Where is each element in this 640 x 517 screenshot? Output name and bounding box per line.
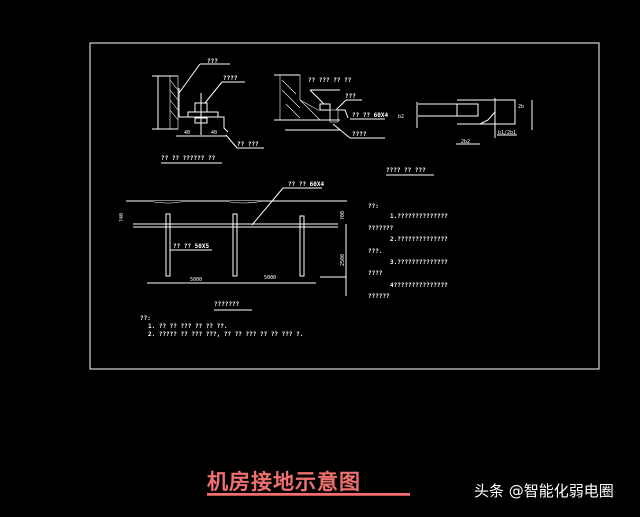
dim-left: 40 <box>184 130 190 136</box>
detail-3: b2 2b2 b1/2b1 2b ???? ?? ??? <box>386 98 533 176</box>
dim-right: 2b <box>518 104 524 110</box>
drawing-frame <box>89 42 600 370</box>
grounding-plan: ?? ?? 60X4 ?? ?? 50X5 5000 5000 ?40 ?00 … <box>119 181 347 338</box>
label-bar: ?? ??? <box>237 141 259 148</box>
note-line: 4??????????????? <box>390 282 448 289</box>
note-1: 1. ?? ?? ??? ?? ?? ??. <box>148 323 227 330</box>
dim-right: 40 <box>211 130 217 136</box>
label-base: ???? <box>352 131 367 138</box>
caption: ?? ?? ?????? ?? <box>161 155 216 162</box>
notes-head: ??: <box>140 315 151 322</box>
label-top: ?? ??? ?? ?? <box>308 77 352 84</box>
detail-2: ?? ??? ?? ?? ??? ?? ?? 60X4 ???? <box>274 74 389 139</box>
detail-1: ??? ???? ?? ??? 40 40 ?? ?? ?????? ?? <box>152 58 264 164</box>
note-line: 2.?????????????? <box>390 236 448 243</box>
dim-b2: b2 <box>398 114 404 120</box>
notes-head: ??: <box>368 203 379 210</box>
note-line: ??????? <box>368 225 394 232</box>
dim-span1: 5000 <box>190 277 202 283</box>
label-top: ??? <box>207 58 218 65</box>
label-bar: ?? ?? 60X4 <box>288 181 325 188</box>
label-bolt: ??? <box>345 93 356 100</box>
drawing-title: 机房接地示意图 <box>207 469 361 494</box>
right-notes: ??: 1.?????????????? ??????? 2.?????????… <box>368 203 448 300</box>
caption: ???? ?? ??? <box>386 167 426 174</box>
label-rod: ?? ?? 50X5 <box>173 243 210 250</box>
title-underline <box>207 493 410 496</box>
note-line: 1.?????????????? <box>390 213 448 220</box>
dim-depth: ?00 <box>340 211 346 220</box>
dim-left: ?40 <box>119 213 125 222</box>
watermark: 头条 @智能化弱电圈 <box>474 482 614 500</box>
note-line: ???. <box>368 248 382 255</box>
dim-span2: 5000 <box>264 275 276 281</box>
label-bar: ?? ?? 60X4 <box>352 112 389 119</box>
dim-rod: 2500 <box>340 254 346 266</box>
dim-b1: b1/2b1 <box>498 130 516 136</box>
note-line: ?????? <box>368 293 390 300</box>
note-line: 3.?????????????? <box>390 259 448 266</box>
note-2: 2. ????? ?? ??? ???, ?? ?? ??? ?? ?? ???… <box>148 331 303 338</box>
label-bolt: ???? <box>223 75 238 82</box>
dim-2b2: 2b2 <box>461 139 470 145</box>
note-line: ???? <box>368 270 383 277</box>
caption: ??????? <box>214 301 240 308</box>
